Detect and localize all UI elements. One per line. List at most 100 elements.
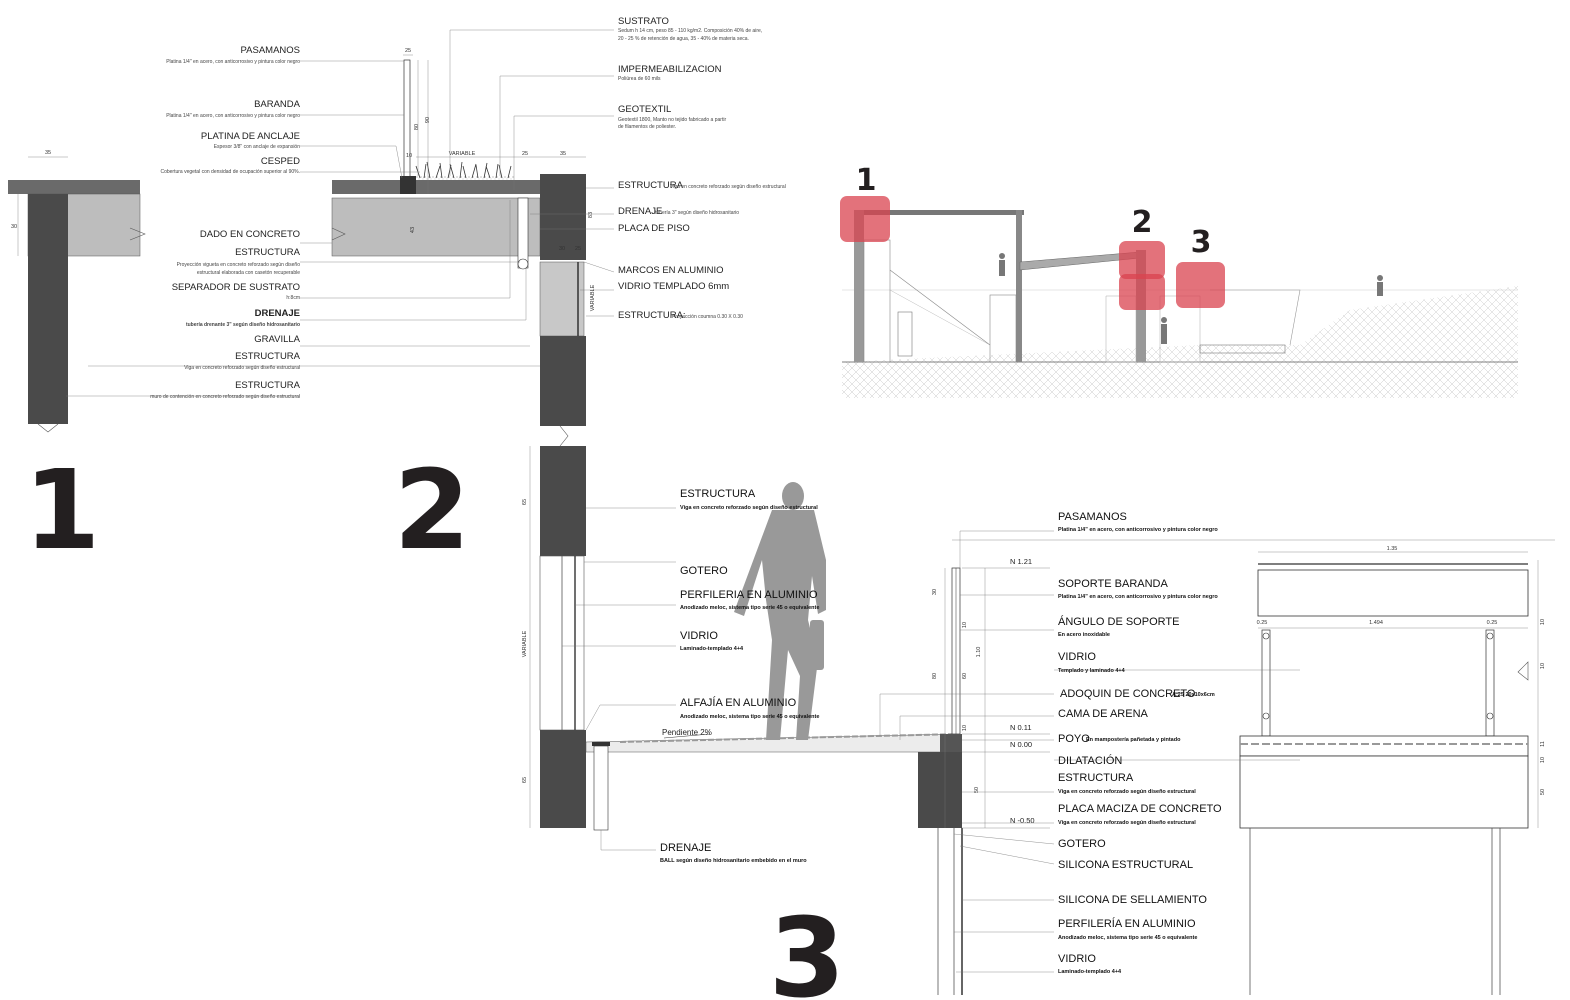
- dim-d43: 43: [410, 227, 416, 233]
- dim-d3r-50b: 50: [1540, 789, 1546, 795]
- highlight-2a: [1119, 241, 1165, 279]
- desc-geotextil-2: de filamentos de poliester.: [618, 124, 676, 130]
- d3r-silicona-e: SILICONA ESTRUCTURAL: [1058, 859, 1193, 871]
- building-section: 1 2 3: [840, 163, 1518, 398]
- d3r-vidrio2-desc: Laminado-templado 4+4: [1058, 969, 1122, 975]
- label-estructura-col: ESTRUCTURA:: [618, 310, 686, 321]
- dim-d3r-025a: 0.25: [1257, 620, 1268, 626]
- d3r-placa-desc: Viga en concreto reforzado según diseño …: [1058, 820, 1196, 826]
- label-dado: DADO EN CONCRETO: [200, 229, 300, 240]
- level-n050: N -0.50: [1010, 816, 1035, 825]
- dim-variable: VARIABLE: [449, 151, 476, 157]
- detail-number-2: 2: [394, 446, 471, 574]
- dim-d10: 10: [406, 153, 412, 159]
- level-n011: N 0.11: [1010, 723, 1032, 732]
- d3l-vidrio-desc: Laminado-templado 4+4: [680, 646, 744, 652]
- desc-impermeabilizacion: Poliúrea de 60 mils: [618, 76, 661, 82]
- label-estructura-r: ESTRUCTURA: [618, 180, 684, 191]
- anchor-plate: [400, 176, 416, 194]
- d3l-drenaje-desc: BALL según diseño hidrosanitario embebid…: [660, 858, 807, 864]
- dim-d90: 90: [425, 117, 431, 123]
- baranda-post: [403, 59, 411, 181]
- detail-number-3: 3: [769, 894, 846, 1000]
- label-gravilla: GRAVILLA: [254, 334, 300, 345]
- dim-d25c: 25: [575, 246, 581, 252]
- detail-3-right-drawing: N 1.21 N 0.11 N 0.00 N -0.50 30 10 1.10 …: [879, 530, 1555, 995]
- dim-d25b: 25: [522, 151, 528, 157]
- d3r-vidrio-desc: Templado y laminado 4+4: [1058, 668, 1126, 674]
- dim-d3r-50: 50: [974, 787, 980, 793]
- d3r-pasamanos: PASAMANOS: [1058, 511, 1127, 523]
- d3l-perfileria: PERFILERIA EN ALUMINIO: [680, 589, 818, 601]
- detail-1-2-drawing: 35 30 25 10 80 90 VARIABLE 25: [8, 29, 615, 447]
- detail-3-left-labels: ESTRUCTURA Viga en concreto reforzado se…: [660, 488, 819, 864]
- d3r-vidrio2: VIDRIO: [1058, 953, 1096, 965]
- label-marcos: MARCOS EN ALUMINIO: [618, 265, 724, 276]
- desc-estructura-1b: estructural elaborada con casetón recupe…: [197, 270, 300, 276]
- detail-number-1: 1: [24, 446, 101, 574]
- label-drenaje-r: DRENAJE: [618, 206, 662, 217]
- d3r-poyo: POYO: [1058, 733, 1090, 745]
- detail2-column: [540, 336, 586, 426]
- d3r-silicona-s: SILICONA DE SELLAMIENTO: [1058, 894, 1207, 906]
- dim-d3r-025b: 0.25: [1487, 620, 1498, 626]
- d3r-cama: CAMA DE ARENA: [1058, 708, 1149, 720]
- desc-estructura-r: Viga en concreto reforzado según diseño …: [670, 184, 786, 190]
- highlight-2b: [1119, 274, 1165, 310]
- dim-d3r-10a: 10: [962, 622, 968, 628]
- d3l-alfajia: ALFAJÍA EN ALUMINIO: [680, 696, 797, 709]
- d3r-gotero: GOTERO: [1058, 838, 1106, 850]
- level-n121: N 1.21: [1010, 557, 1032, 566]
- desc-sustrato-2: 20 - 25 % de retención de agua, 35 - 40%…: [618, 36, 749, 42]
- dim-d35a: 35: [45, 150, 51, 156]
- detail2-slab-top: [332, 180, 540, 194]
- desc-sustrato-1: Sedum h 14 cm, peso 85 - 110 kg/m2. Comp…: [618, 28, 762, 34]
- section-marker-3: 3: [1191, 225, 1212, 260]
- drain-pipe: [517, 197, 529, 269]
- highlight-3: [1176, 262, 1225, 308]
- label-estructura-1: ESTRUCTURA: [235, 247, 301, 258]
- d3r-perfileria: PERFILERÍA EN ALUMINIO: [1058, 917, 1196, 930]
- d3l-vidrio: VIDRIO: [680, 630, 718, 642]
- desc-drenaje: tubería drenante 3" según diseño hidrosa…: [186, 322, 300, 328]
- label-impermeabilizacion: IMPERMEABILIZACION: [618, 64, 722, 75]
- desc-estructura-2: Viga en concreto reforzado según diseño …: [184, 365, 300, 371]
- label-vidrio: VIDRIO TEMPLADO 6mm: [618, 281, 729, 292]
- desc-drenaje-r: tubería 3" según diseño hidrosanitario: [655, 210, 739, 216]
- d3r-vidrio: VIDRIO: [1058, 651, 1096, 663]
- d3l-estructura: ESTRUCTURA: [680, 488, 756, 500]
- d3r-estructura-desc: Viga en concreto reforzado según diseño …: [1058, 789, 1196, 795]
- detail-3-right-labels: PASAMANOS Platina 1/4" en acero, con ant…: [1058, 511, 1222, 975]
- dim-d3r-1494: 1.494: [1369, 620, 1383, 626]
- desc-estructura-1a: Proyección vigueta en concreto reforzado…: [177, 262, 301, 268]
- label-estructura-2: ESTRUCTURA: [235, 351, 301, 362]
- d3r-adoquin: ADOQUIN DE CONCRETO: [1060, 688, 1196, 700]
- label-baranda: BARANDA: [254, 99, 301, 110]
- desc-geotextil-1: Geotextil 1800, Manto no tejido fabricad…: [618, 117, 726, 123]
- detail1-slab-top: [8, 180, 140, 194]
- dim-d25a: 25: [405, 48, 411, 54]
- detail2-slab: [331, 197, 541, 257]
- label-sustrato: SUSTRATO: [618, 16, 669, 27]
- dim-d3r-135: 1.35: [1387, 546, 1398, 552]
- d3l-estructura-desc: Viga en concreto reforzado según diseño …: [680, 505, 818, 511]
- person-silhouette: [734, 482, 826, 740]
- dim-d3l-65a: 65: [522, 499, 528, 505]
- dim-variable-2: VARIABLE: [590, 284, 596, 311]
- dim-d3r-60: 60: [962, 673, 968, 679]
- grass-vegetation: [415, 161, 512, 179]
- dim-d3r-10b: 10: [962, 725, 968, 731]
- section-marker-1: 1: [856, 163, 877, 198]
- d3l-gotero: GOTERO: [680, 565, 728, 577]
- dim-d3r-110: 1.10: [976, 647, 982, 658]
- d3r-soporte: SOPORTE BARANDA: [1058, 578, 1168, 590]
- dim-d35b: 35: [560, 151, 566, 157]
- detail2-beam: [540, 174, 586, 260]
- d3l-alfajia-desc: Anodizado meloc, sistema tipo serie 45 o…: [680, 714, 819, 720]
- d3l-perfileria-desc: Anodizado meloc, sistema tipo serie 45 o…: [680, 605, 819, 611]
- d3r-estructura: ESTRUCTURA: [1058, 772, 1134, 784]
- d3r-dilatacion: DILATACIÓN: [1058, 754, 1122, 767]
- dim-d3r-10d: 10: [1540, 663, 1546, 669]
- section-marker-2: 2: [1132, 205, 1153, 240]
- d3r-perfileria-desc: Anodizado meloc, sistema tipo serie 45 o…: [1058, 935, 1197, 941]
